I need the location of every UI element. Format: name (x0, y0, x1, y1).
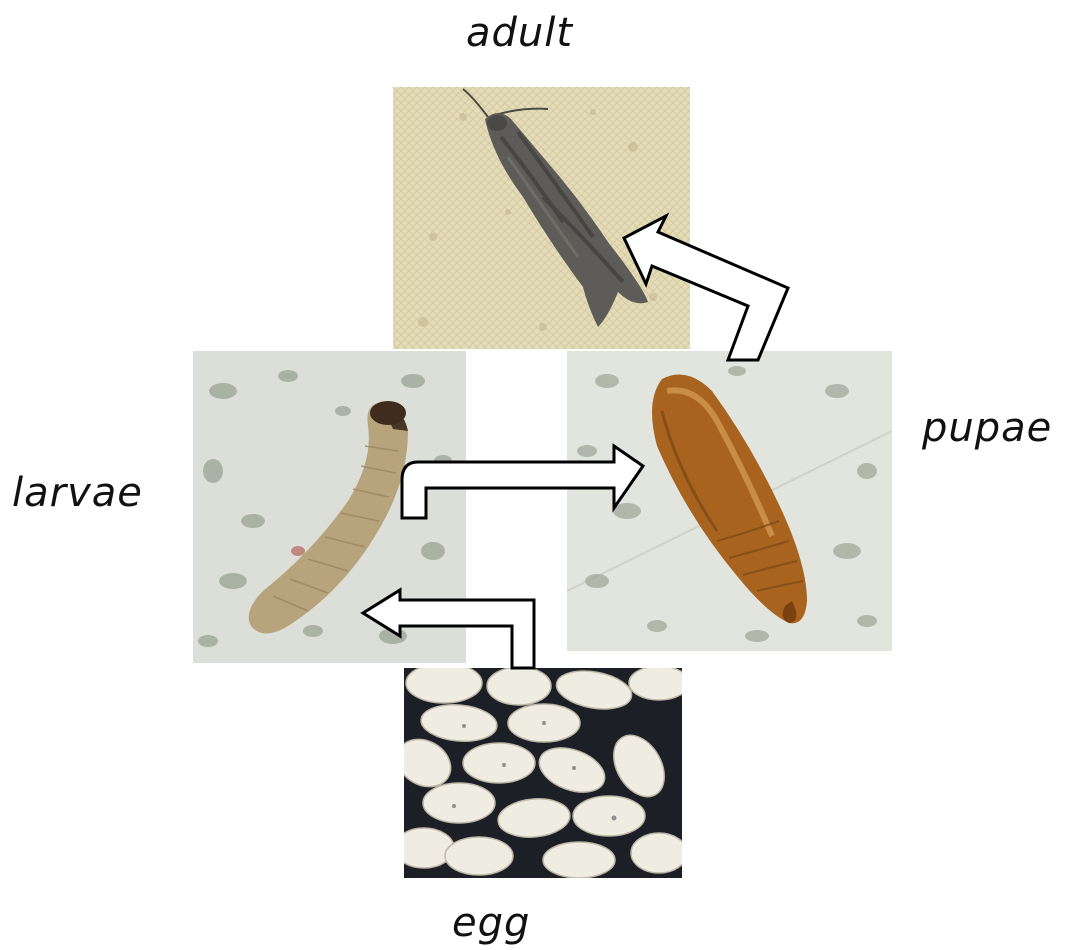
adult-label: adult (466, 10, 573, 56)
pupae-label: pupae (922, 405, 1052, 451)
larvae-label: larvae (12, 470, 143, 516)
adult-moth-photo (393, 87, 690, 349)
egg-label: egg (452, 900, 530, 946)
larvae-photo (193, 351, 466, 663)
eggs-photo (404, 668, 682, 878)
pupae-photo (567, 351, 892, 651)
